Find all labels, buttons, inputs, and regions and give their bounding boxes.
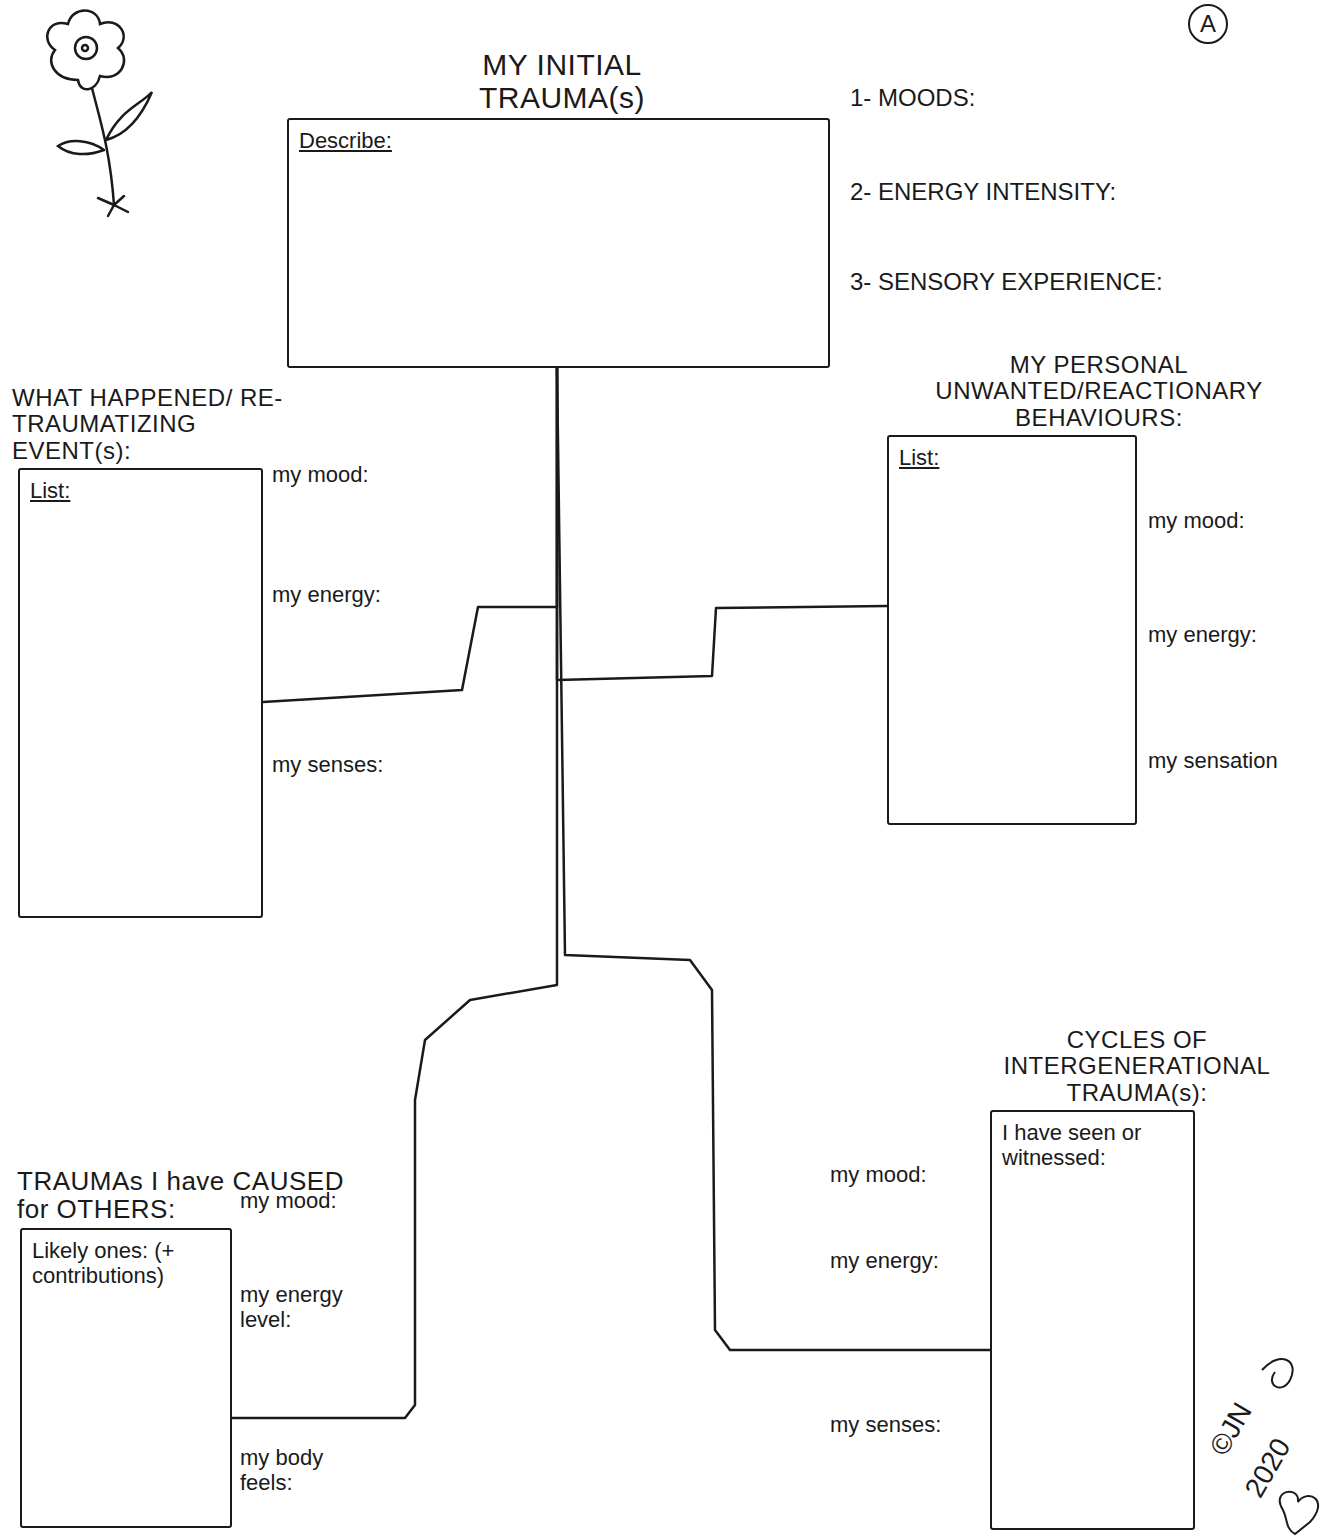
branch-line bbox=[263, 368, 557, 702]
worksheet-box: MY PERSONAL UNWANTED/REACTIONARY BEHAVIO… bbox=[887, 435, 1137, 825]
prompt-label: my mood: bbox=[830, 1162, 980, 1187]
prompt-label: my mood: bbox=[272, 462, 422, 487]
branch-line bbox=[557, 368, 990, 1350]
prompt-label: my mood: bbox=[1148, 508, 1318, 533]
worksheet-box: CYCLES OF INTERGENERATIONAL TRAUMA(s):I … bbox=[990, 1110, 1195, 1530]
prompt-label: 2- ENERGY INTENSITY: bbox=[850, 178, 1230, 206]
prompt-label: my energy: bbox=[272, 582, 422, 607]
prompt-label: 1- MOODS: bbox=[850, 84, 1150, 112]
box-heading: MY INITIAL TRAUMA(s) bbox=[437, 48, 687, 114]
box-heading: CYCLES OF INTERGENERATIONAL TRAUMA(s): bbox=[962, 1027, 1312, 1106]
prompt-label: my mood: bbox=[240, 1188, 400, 1213]
prompt-label: my senses: bbox=[272, 752, 422, 777]
prompt-label: my energy: bbox=[1148, 622, 1318, 647]
page-badge bbox=[1189, 5, 1227, 43]
branch-line bbox=[557, 368, 887, 680]
prompt-label: my energy level: bbox=[240, 1282, 355, 1333]
prompt-label: my senses: bbox=[830, 1412, 980, 1437]
heart-doodle bbox=[1280, 1492, 1318, 1534]
worksheet-box: WHAT HAPPENED/ RE-TRAUMATIZING EVENT(s):… bbox=[18, 468, 263, 918]
page-marker: A bbox=[1190, 10, 1226, 38]
prompt-label: my sensation bbox=[1148, 748, 1328, 773]
prompt-label: my energy: bbox=[830, 1248, 980, 1273]
box-prompt: Describe: bbox=[289, 120, 828, 161]
box-prompt: List: bbox=[889, 437, 1135, 478]
box-prompt: Likely ones: (+ contributions) bbox=[22, 1230, 230, 1297]
box-prompt: List: bbox=[20, 470, 261, 511]
box-heading: MY PERSONAL UNWANTED/REACTIONARY BEHAVIO… bbox=[879, 352, 1319, 431]
worksheet-box: MY INITIAL TRAUMA(s)Describe: bbox=[287, 118, 830, 368]
swirl-doodle bbox=[1262, 1359, 1293, 1387]
flower-drawing bbox=[47, 11, 152, 217]
prompt-label: my body feels: bbox=[240, 1445, 360, 1496]
prompt-label: 3- SENSORY EXPERIENCE: bbox=[850, 268, 1270, 296]
branch-line bbox=[232, 368, 557, 1418]
box-prompt: I have seen or witnessed: bbox=[992, 1112, 1193, 1179]
box-heading: WHAT HAPPENED/ RE-TRAUMATIZING EVENT(s): bbox=[12, 385, 302, 464]
worksheet-box: TRAUMAs I have CAUSED for OTHERS:Likely … bbox=[20, 1228, 232, 1528]
